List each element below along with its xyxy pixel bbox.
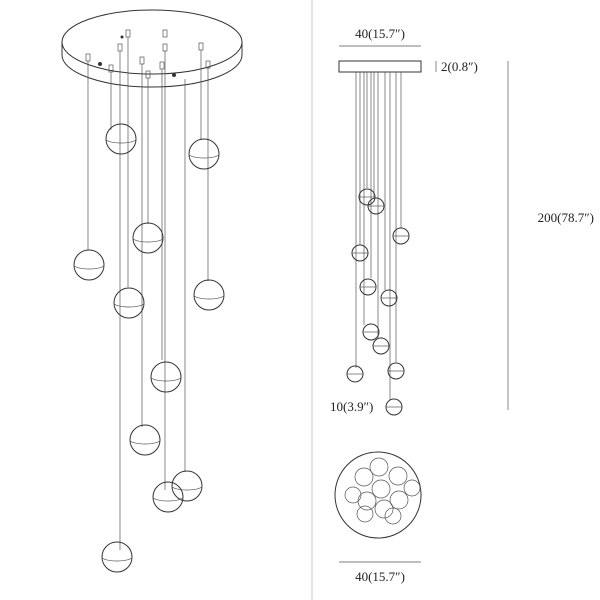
globe bbox=[132, 222, 164, 254]
canopy-elevation bbox=[338, 60, 422, 73]
globe bbox=[101, 541, 133, 573]
globe bbox=[346, 365, 364, 383]
globe bbox=[188, 138, 220, 170]
canopy-height-label: 2(0.8″) bbox=[441, 59, 478, 74]
globe bbox=[380, 289, 398, 307]
globe bbox=[150, 361, 182, 393]
cables-perspective bbox=[87, 37, 209, 550]
bottom-width-label: 40(15.7″) bbox=[355, 569, 405, 584]
globe bbox=[362, 323, 380, 341]
top-width-label: 40(15.7″) bbox=[355, 26, 405, 41]
total-height-label: 200(78.7″) bbox=[538, 210, 594, 225]
globe bbox=[105, 123, 137, 155]
elevation-view: 40(15.7″) 2(0.8″) 200(78.7″) bbox=[330, 26, 594, 416]
globe bbox=[387, 362, 405, 380]
globe bbox=[359, 278, 377, 296]
globe bbox=[129, 424, 161, 456]
globe bbox=[392, 227, 410, 245]
plan-view: 40(15.7″) bbox=[334, 451, 422, 584]
globe bbox=[351, 244, 369, 262]
globe bbox=[372, 337, 390, 355]
globe bbox=[152, 481, 184, 513]
cables-elevation bbox=[355, 72, 402, 400]
globes-elevation bbox=[346, 188, 410, 416]
canopy-perspective bbox=[61, 9, 243, 88]
globe bbox=[385, 398, 403, 416]
globe bbox=[193, 279, 225, 311]
globes-perspective bbox=[73, 123, 225, 573]
globe bbox=[367, 197, 385, 215]
globe bbox=[171, 470, 203, 502]
plan-globes bbox=[344, 457, 421, 525]
perspective-view bbox=[61, 9, 243, 573]
globe-diameter-label: 10(3.9″) bbox=[330, 399, 373, 414]
globe bbox=[73, 249, 105, 281]
globe bbox=[358, 188, 376, 206]
globe bbox=[113, 287, 145, 319]
